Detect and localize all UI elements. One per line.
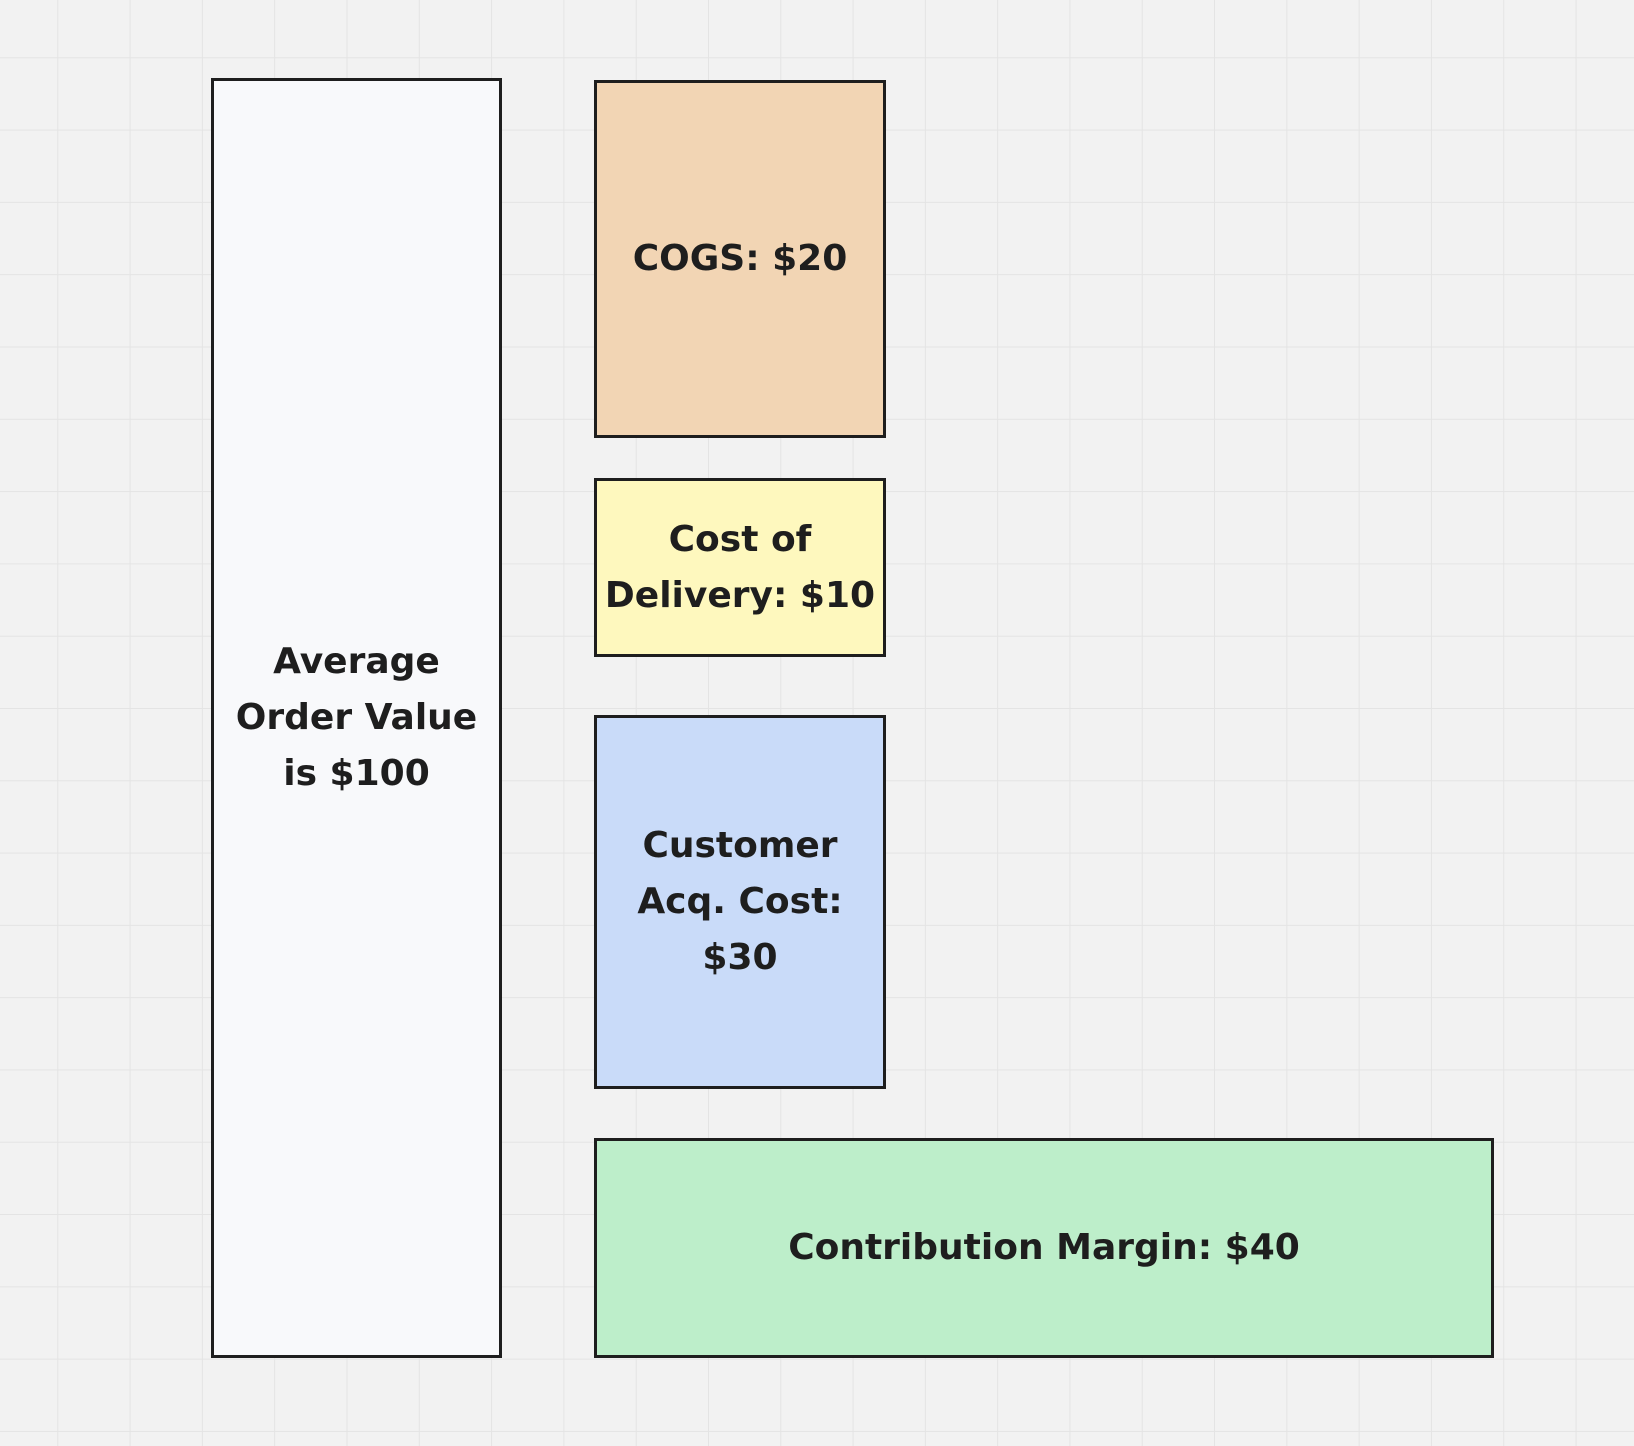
- cogs-box[interactable]: COGS: $20: [594, 80, 886, 438]
- customer-acquisition-cost-label: Customer Acq. Cost: $30: [637, 825, 843, 978]
- contribution-margin-box[interactable]: Contribution Margin: $40: [594, 1138, 1494, 1358]
- customer-acquisition-cost-box[interactable]: Customer Acq. Cost: $30: [594, 715, 886, 1089]
- cost-of-delivery-box[interactable]: Cost of Delivery: $10: [594, 478, 886, 657]
- contribution-margin-label: Contribution Margin: $40: [788, 1227, 1300, 1268]
- cost-of-delivery-label: Cost of Delivery: $10: [604, 518, 876, 616]
- cogs-label: COGS: $20: [632, 238, 848, 279]
- average-order-value-box[interactable]: Average Order Value is $100: [211, 78, 502, 1358]
- average-order-value-label: Average Order Value is $100: [235, 641, 478, 794]
